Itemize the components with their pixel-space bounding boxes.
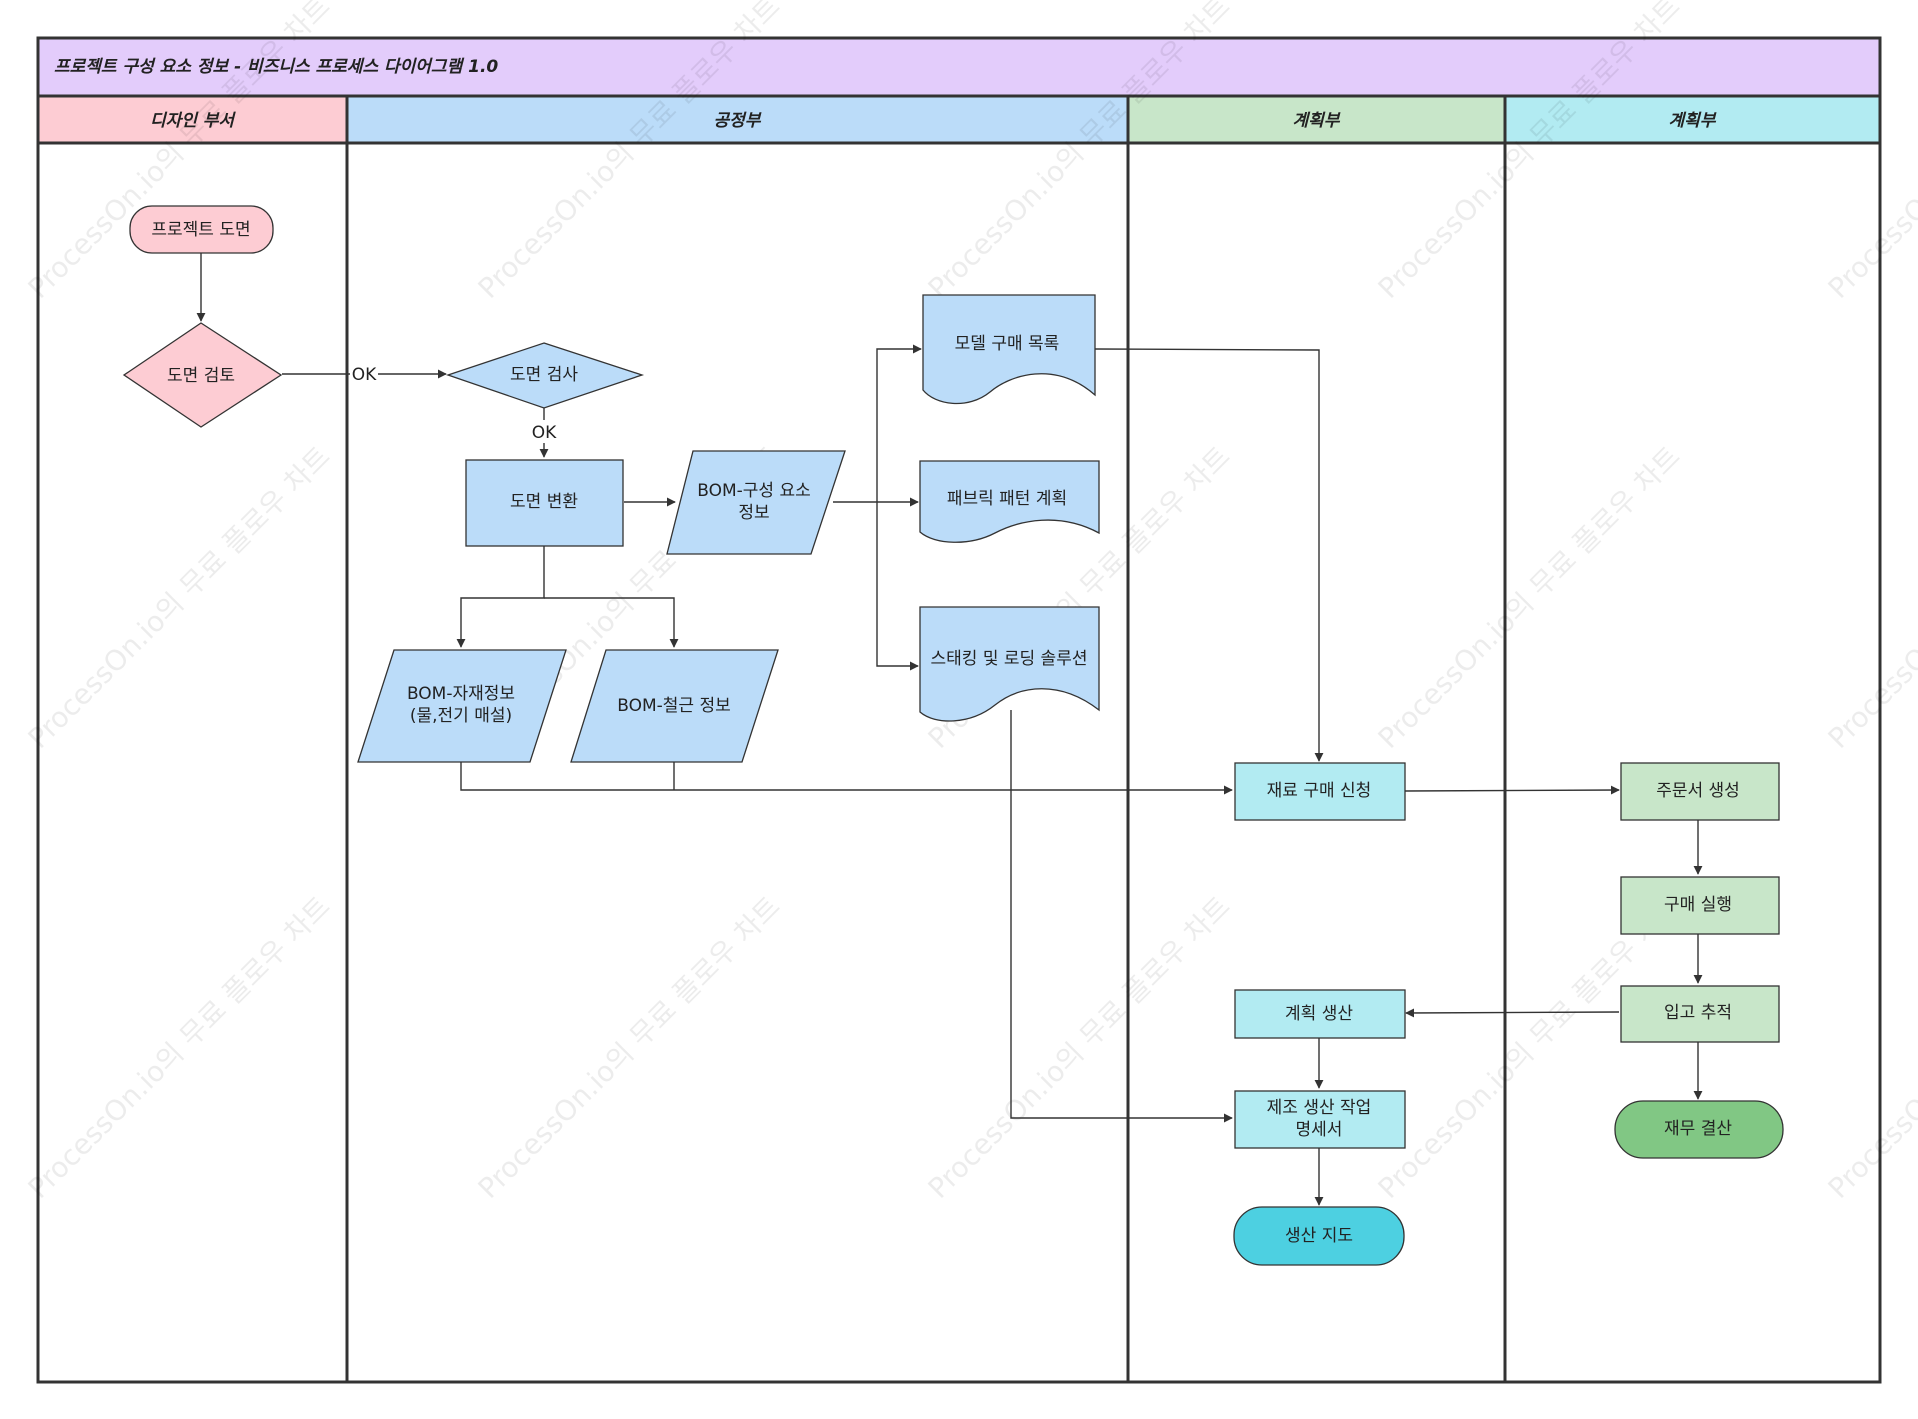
lane-header-planning-2 [1505,96,1880,143]
node-label: 계획 생산 [1285,1004,1353,1024]
node-label-line-2: 명세서 [1296,1120,1343,1140]
lane-header-planning-1 [1128,96,1505,143]
edge-stacking-to-manufacturing-spec [1010,710,1233,1123]
watermark: ProcessOn.io의 무료 플로우 차트 [472,890,787,1205]
node-label: 도면 변환 [510,492,578,512]
node-production-guidance: 생산 지도 [1233,1206,1405,1266]
node-drawing-conversion: 도면 변환 [465,459,624,547]
node-label: 모델 구매 목록 [955,334,1060,354]
edge-bom-material-to-purchase-request [460,762,1233,795]
node-material-purchase-request: 재료 구매 신청 [1234,762,1406,821]
lane-title-design: 디자인 부서 [150,111,236,131]
node-drawing-review: 도면 검토 [122,322,283,428]
lane-header-design [38,96,347,143]
node-label: BOM-철근 정보 [617,696,731,716]
node-order-creation: 주문서 생성 [1620,762,1780,821]
node-fabric-pattern-plan: 패브릭 패턴 계획 [919,460,1100,543]
edge-bom-to-model-list [876,344,922,502]
edge-conversion-to-bom-rebar [544,597,679,648]
node-label: 재무 결산 [1664,1119,1732,1139]
edge-label-inspection-ok: OK [532,423,557,443]
node-label-line-1: BOM-자재정보 [407,684,515,704]
node-label: 프로젝트 도면 [151,220,250,240]
edge-model-list-to-purchase-request [1094,348,1324,762]
node-label-line-1: BOM-구성 요소 [697,481,811,501]
edge-bom-to-stacking [876,502,919,671]
node-planned-production: 계획 생산 [1234,989,1406,1039]
node-bom-component: BOM-구성 요소 정보 [666,450,846,555]
watermark: ProcessOn.io의 무료 플로우 차트 [1822,890,1918,1205]
node-label: 생산 지도 [1285,1226,1353,1246]
node-project-drawing: 프로젝트 도면 [129,205,274,254]
diagram-title: 프로젝트 구성 요소 정보 - 비즈니스 프로세스 다이어그램 1.0 [54,57,498,77]
node-label: 스태킹 및 로딩 솔루션 [931,649,1088,669]
lane-title-planning-2: 계획부 [1669,111,1717,131]
watermark: ProcessOn.io의 무료 플로우 차트 [1822,440,1918,755]
node-label-line-1: 제조 생산 작업 [1267,1098,1372,1118]
node-manufacturing-spec: 제조 생산 작업 명세서 [1234,1090,1406,1149]
lane-header-process [347,96,1128,143]
lane-title-process: 공정부 [714,111,762,131]
lane-title-planning-1: 계획부 [1293,111,1341,131]
node-bom-rebar: BOM-철근 정보 [570,649,779,763]
node-label-line-2: 정보 [738,503,769,523]
node-label: 구매 실행 [1664,895,1732,915]
node-receipt-tracking: 입고 추적 [1620,985,1780,1043]
node-bom-material: BOM-자재정보 (물,전기 매설) [357,649,567,763]
node-label: 입고 추적 [1664,1003,1732,1023]
node-financial-settlement: 재무 결산 [1614,1100,1784,1159]
edge-conversion-to-bom-material [456,546,545,648]
edges [196,252,1703,1206]
node-model-purchase-list: 모델 구매 목록 [922,294,1096,405]
node-label: 주문서 생성 [1656,781,1740,801]
node-stacking-loading: 스태킹 및 로딩 솔루션 [919,606,1100,722]
node-drawing-inspection: 도면 검사 [445,342,645,409]
node-label: 패브릭 패턴 계획 [947,489,1067,509]
lane-borders [36,36,1882,1384]
watermark: ProcessOn.io의 무료 플로우 차트 [22,440,337,755]
node-label: 도면 검토 [167,366,235,386]
node-label: 도면 검사 [510,365,578,385]
edge-label-review-ok: OK [352,365,377,385]
edge-receipt-to-planned-production [1405,1008,1620,1018]
watermark: ProcessOn.io의 무료 플로우 차트 [1372,440,1687,755]
title-bar [38,38,1880,96]
watermark: ProcessOn.io의 무료 플로우 차트 [22,890,337,1205]
edge-purchase-request-to-order [1404,785,1620,795]
watermark: ProcessOn.io의 무료 플로우 차트 [922,890,1237,1205]
node-label: 재료 구매 신청 [1267,781,1372,801]
node-purchase-execution: 구매 실행 [1620,876,1780,935]
node-label-line-2: (물,전기 매설) [410,706,512,726]
